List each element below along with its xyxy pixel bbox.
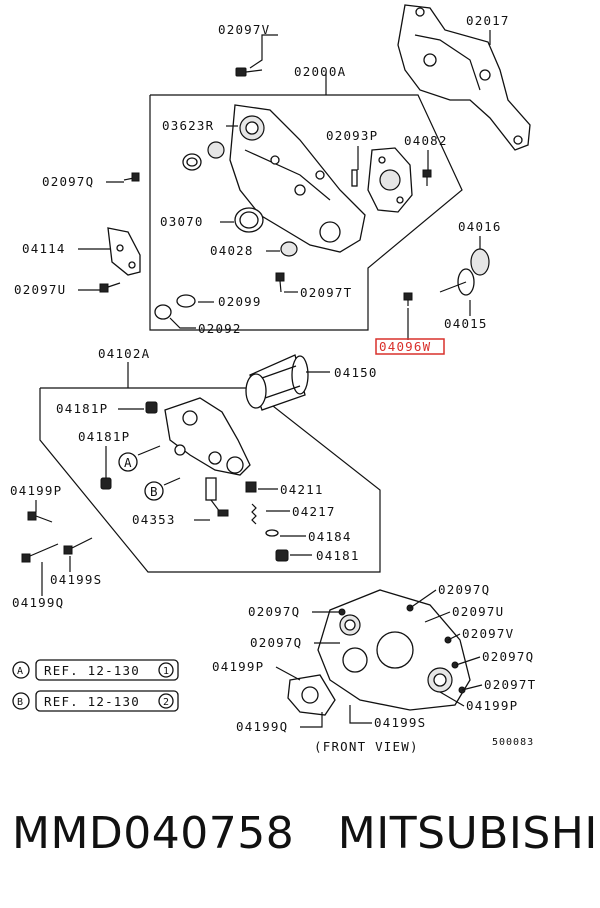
bolt-02097T-icon [275,272,285,293]
label-04211: 04211 [280,482,324,497]
label-03623R: 03623R [162,118,214,133]
callout-B-icon [144,481,164,501]
plug-04181P-icon [145,401,158,414]
label-02092: 02092 [198,321,242,336]
label-02017: 02017 [466,13,510,28]
screw-04096W-icon [403,292,413,306]
ref-A-letter: A [17,666,24,677]
label-02099: 02099 [218,294,262,309]
oil-filter-bracket-icon [164,397,251,476]
label-fv-04199P-2: 04199P [466,698,518,713]
ref-B-text[interactable]: REF. 12-130 [44,694,140,709]
exploded-parts-diagram: 02000A 02097V 02017 03623R 02093P [10,4,536,754]
ref-B-row: B REF. 12-130 2 [12,690,179,712]
label-02097V-top: 02097V [218,22,270,37]
drawing-number: 500083 [492,737,534,748]
label-02097T: 02097T [300,285,352,300]
brand-name: MITSUBISHI [337,808,598,859]
ref-A-row: A REF. 12-130 1 [12,659,179,681]
plug-04181-icon [275,549,289,562]
label-fv-04199P-1: 04199P [212,659,264,674]
label-04184: 04184 [308,529,352,544]
pin-02093P-icon [351,169,358,187]
label-04150: 04150 [334,365,378,380]
label-04102A: 04102A [98,346,150,361]
label-fv-02097Q-3: 02097Q [250,635,302,650]
label-03070: 03070 [160,214,204,229]
footer-caption: MMD040758 MITSUBISHI [0,808,600,878]
part-number: MMD040758 [12,808,295,859]
label-fv-02097V: 02097V [462,626,514,641]
label-02097U: 02097U [14,282,66,297]
washer-04184-icon [265,529,279,537]
plunger-04211-icon [245,481,257,493]
gear-04016-icon [439,248,490,296]
callout-B-text: B [150,484,159,499]
oil-filter-04150-icon [245,354,309,411]
bolt-04199Q-icon [21,543,59,563]
assembly-frame-04102A [39,387,381,573]
highlight-box [375,338,445,355]
pump-cover-04082-icon [367,147,413,213]
seal-04028-icon [280,241,298,257]
callout-A-text: A [124,455,133,470]
screw-04082-icon [422,169,432,186]
ref-B-letter: B [17,697,24,708]
label-04181P-b: 04181P [78,429,130,444]
bracket-04114-icon [107,227,141,276]
ring-02092-icon [154,304,172,320]
label-04181P-a: 04181P [56,401,108,416]
label-fv-04199Q: 04199Q [236,719,288,734]
assembly-frame-02000A [149,94,463,331]
label-04016: 04016 [458,219,502,234]
label-04082: 04082 [404,133,448,148]
label-fv-02097Q-1: 02097Q [438,582,490,597]
front-view-caption: (FRONT VIEW) [314,739,419,754]
label-02097Q-left: 02097Q [42,174,94,189]
oil-seal-03623R-icon [182,153,202,171]
label-fv-02097T: 02097T [484,677,536,692]
label-04114: 04114 [22,241,66,256]
label-fv-04199S: 04199S [374,715,426,730]
bolt-02097V-icon [235,67,263,77]
label-04181: 04181 [316,548,360,563]
label-04199P: 04199P [10,483,62,498]
callout-A-icon [118,452,138,472]
bolt-04199P-icon [27,511,53,523]
label-02000A: 02000A [294,64,346,79]
label-fv-02097Q-4: 02097Q [482,649,534,664]
ref-A-text[interactable]: REF. 12-130 [44,663,140,678]
label-04096W: 04096W [379,339,431,354]
label-02093P: 02093P [326,128,378,143]
o-ring-03070-icon [234,207,264,233]
bolt-02097U-icon [99,282,121,293]
label-04028: 04028 [210,243,254,258]
label-04353: 04353 [132,512,176,527]
ref-B-num: 2 [163,697,170,708]
label-fv-02097U: 02097U [452,604,504,619]
ring-02099-icon [176,294,196,308]
footer-text: MMD040758 MITSUBISHI [12,808,598,859]
label-fv-02097Q-2: 02097Q [248,604,300,619]
bolt-04199S-icon [63,537,93,555]
label-04015: 04015 [444,316,488,331]
label-04199S: 04199S [50,572,102,587]
bolt-02097Q-icon [123,172,140,182]
sensor-04353-icon [205,477,229,517]
front-view-assembly-icon [287,589,471,716]
spring-04217-icon [251,503,257,525]
gasket-02017-icon [397,4,531,151]
label-04199Q: 04199Q [12,595,64,610]
ref-A-num: 1 [163,666,170,677]
label-04217: 04217 [292,504,336,519]
oil-pump-housing-icon [229,104,366,253]
